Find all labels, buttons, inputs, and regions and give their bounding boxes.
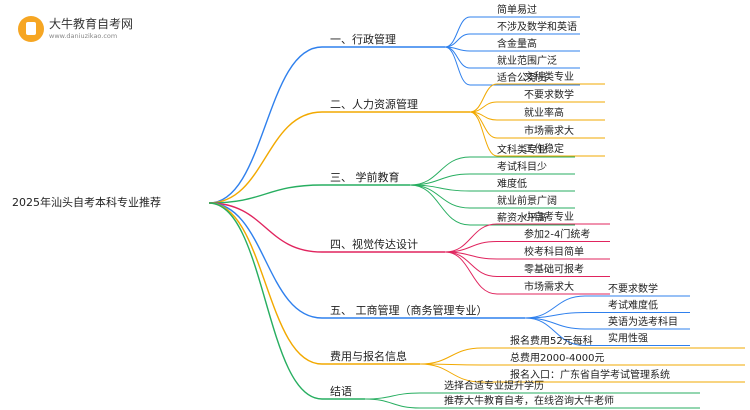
root-topic: 2025年汕头自考本科专业推荐 xyxy=(12,195,161,209)
leaf-label: 文科类专业 xyxy=(497,143,547,156)
logo-name: 大牛教育自考网 xyxy=(49,17,134,31)
leaf-label: 市场需求大 xyxy=(524,280,574,293)
leaf-label: 零基础可报考 xyxy=(524,263,584,276)
branch-label: 结语 xyxy=(330,385,352,398)
branch-label: 五、 工商管理（商务管理专业） xyxy=(330,303,488,317)
site-logo: 大牛教育自考网 www.daniuzikao.com xyxy=(18,14,133,46)
leaf-label: 选择合适专业提升学历 xyxy=(444,379,544,392)
logo-url: www.daniuzikao.com xyxy=(49,32,118,40)
branch-label: 二、人力资源管理 xyxy=(330,97,418,111)
leaf-connector xyxy=(469,111,498,157)
leaf-label: 就业范围广泛 xyxy=(497,54,557,67)
branch-label: 四、视觉传达设计 xyxy=(330,237,418,251)
leaf-label: 就业率高 xyxy=(524,106,564,119)
leaf-connector xyxy=(444,46,471,86)
leaf-label: 推荐大牛教育自考，在线咨询大牛老师 xyxy=(444,394,614,407)
leaf-label: 小自考专业 xyxy=(524,210,574,223)
leaf-connector xyxy=(444,251,498,295)
leaf-connector xyxy=(444,33,471,48)
branch-connector xyxy=(208,46,323,204)
leaf-connector xyxy=(444,223,498,253)
leaf-label: 总费用2000-4000元 xyxy=(510,351,605,364)
leaf-label: 报名费用52元每科 xyxy=(510,334,593,347)
leaf-connector xyxy=(444,241,498,253)
leaf-label: 参加2-4门统考 xyxy=(524,228,590,241)
leaf-label: 考试科目少 xyxy=(497,160,547,173)
leaf-label: 工作稳定 xyxy=(524,142,564,155)
branch-label: 费用与报名信息 xyxy=(330,349,407,363)
leaf-label: 实用性强 xyxy=(608,332,648,345)
branch-connector xyxy=(208,184,323,204)
leaf-label: 考试难度低 xyxy=(608,299,658,312)
leaf-label: 市场需求大 xyxy=(524,124,574,137)
leaf-connector xyxy=(419,363,483,383)
leaf-connector xyxy=(469,83,498,113)
branch-label: 三、 学前教育 xyxy=(330,170,400,184)
leaf-label: 校考科目简单 xyxy=(524,245,584,258)
branch-connector xyxy=(208,202,323,400)
leaf-label: 英语为选考科目 xyxy=(608,315,678,328)
leaf-label: 不要求数学 xyxy=(524,88,574,101)
leaf-connector xyxy=(524,317,586,346)
branch-connector xyxy=(208,202,323,365)
leaf-label: 难度低 xyxy=(497,177,527,190)
leaf-label: 就业前景广阔 xyxy=(497,194,557,207)
leaf-connector xyxy=(444,16,471,48)
leaf-connector xyxy=(419,347,483,365)
branch-connector xyxy=(208,111,323,204)
book-icon xyxy=(18,16,44,42)
branch-connector xyxy=(208,202,323,319)
branch-label: 一、行政管理 xyxy=(330,32,396,46)
leaf-label: 简单易过 xyxy=(497,3,537,16)
leaf-connector xyxy=(524,295,586,319)
leaf-connector xyxy=(409,173,471,186)
leaf-label: 适合公务员 xyxy=(497,71,547,84)
leaf-label: 报名入口：广东省自学考试管理系统 xyxy=(510,368,670,381)
leaf-connector xyxy=(364,392,421,400)
leaf-label: 文科类专业 xyxy=(524,70,574,83)
leaf-connector xyxy=(409,156,471,186)
leaf-connector xyxy=(364,398,421,409)
leaf-connector xyxy=(524,317,586,330)
leaf-label: 薪资水平高 xyxy=(497,211,547,224)
leaf-label: 不要求数学 xyxy=(608,282,658,295)
branch-connector xyxy=(208,202,323,253)
leaf-label: 含金量高 xyxy=(497,37,537,50)
leaf-connector xyxy=(409,184,471,226)
leaf-label: 不涉及数学和英语 xyxy=(497,20,577,33)
